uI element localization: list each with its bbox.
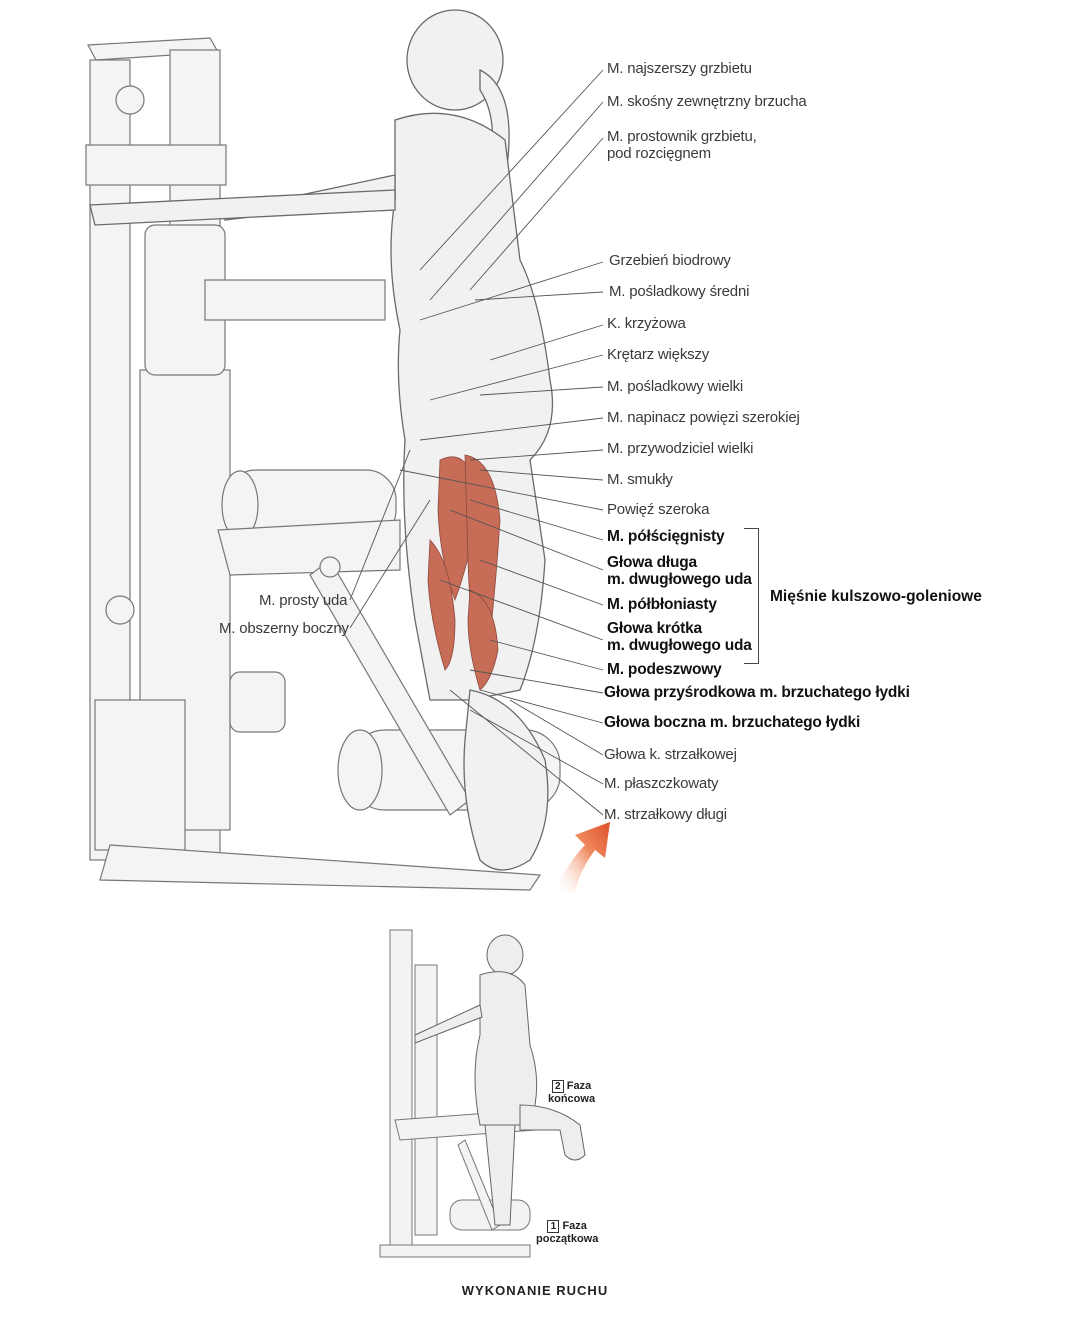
labels-ham-item: M. półścięgnisty — [607, 528, 725, 545]
labels-ham-item: M. podeszwowy — [607, 661, 722, 678]
labels-calf-item: Głowa boczna m. brzuchatego łydki — [604, 714, 861, 731]
labels-calf-item: Głowa przyśrodkowa m. brzuchatego łydki — [604, 684, 910, 701]
figure-caption: WYKONANIE RUCHU — [461, 1283, 609, 1298]
labels-left-item: M. obszerny boczny — [219, 620, 349, 637]
hamstring-muscles-highlight — [427, 454, 501, 691]
phase-start-number: 1 — [547, 1220, 560, 1233]
labels-top-item: M. smukły — [607, 471, 673, 488]
movement-phases-illustration — [379, 929, 586, 1258]
labels-top-item: M. pośladkowy wielki — [607, 378, 744, 395]
labels-top-item: Grzebień biodrowy — [609, 252, 731, 269]
labels-top-item: M. pośladkowy średni — [609, 283, 750, 300]
labels-top-item: M. przywodziciel wielki — [607, 440, 754, 457]
hamstring-group-bracket — [744, 528, 759, 664]
labels-top-item: K. krzyżowa — [607, 315, 686, 332]
labels-left-item: M. prosty uda — [259, 592, 348, 609]
labels-ham-item: Głowa krótka m. dwugłowego uda — [607, 620, 752, 654]
labels-top-item: M. napinacz powięzi szerokiej — [607, 409, 800, 426]
labels-top-item: Powięź szeroka — [607, 501, 710, 518]
labels-top-item: Krętarz większy — [607, 346, 710, 363]
labels-ham-item: Głowa długa m. dwugłowego uda — [607, 554, 752, 588]
labels-bottom-item: M. płaszczkowaty — [604, 775, 719, 792]
labels-top-item: M. najszerszy grzbietu — [607, 60, 752, 77]
phase-end-number: 2 — [551, 1080, 564, 1093]
hamstring-group-label: Mięśnie kulszowo-goleniowe — [770, 588, 982, 605]
labels-bottom-item: Głowa k. strzałkowej — [604, 746, 737, 763]
main-exercise-illustration — [85, 9, 610, 892]
labels-ham-item: M. półbłoniasty — [607, 596, 717, 613]
leader-lines — [349, 69, 604, 816]
labels-bottom-item: M. strzałkowy długi — [604, 806, 727, 823]
movement-direction-arrow — [555, 822, 610, 892]
labels-top-item: M. skośny zewnętrzny brzucha — [607, 93, 807, 110]
labels-top-item: M. prostownik grzbietu, pod rozcięgnem — [607, 128, 757, 162]
phase-start-text: Faza początkowa — [536, 1220, 599, 1245]
phase-end-text: Faza końcowa — [548, 1080, 596, 1105]
